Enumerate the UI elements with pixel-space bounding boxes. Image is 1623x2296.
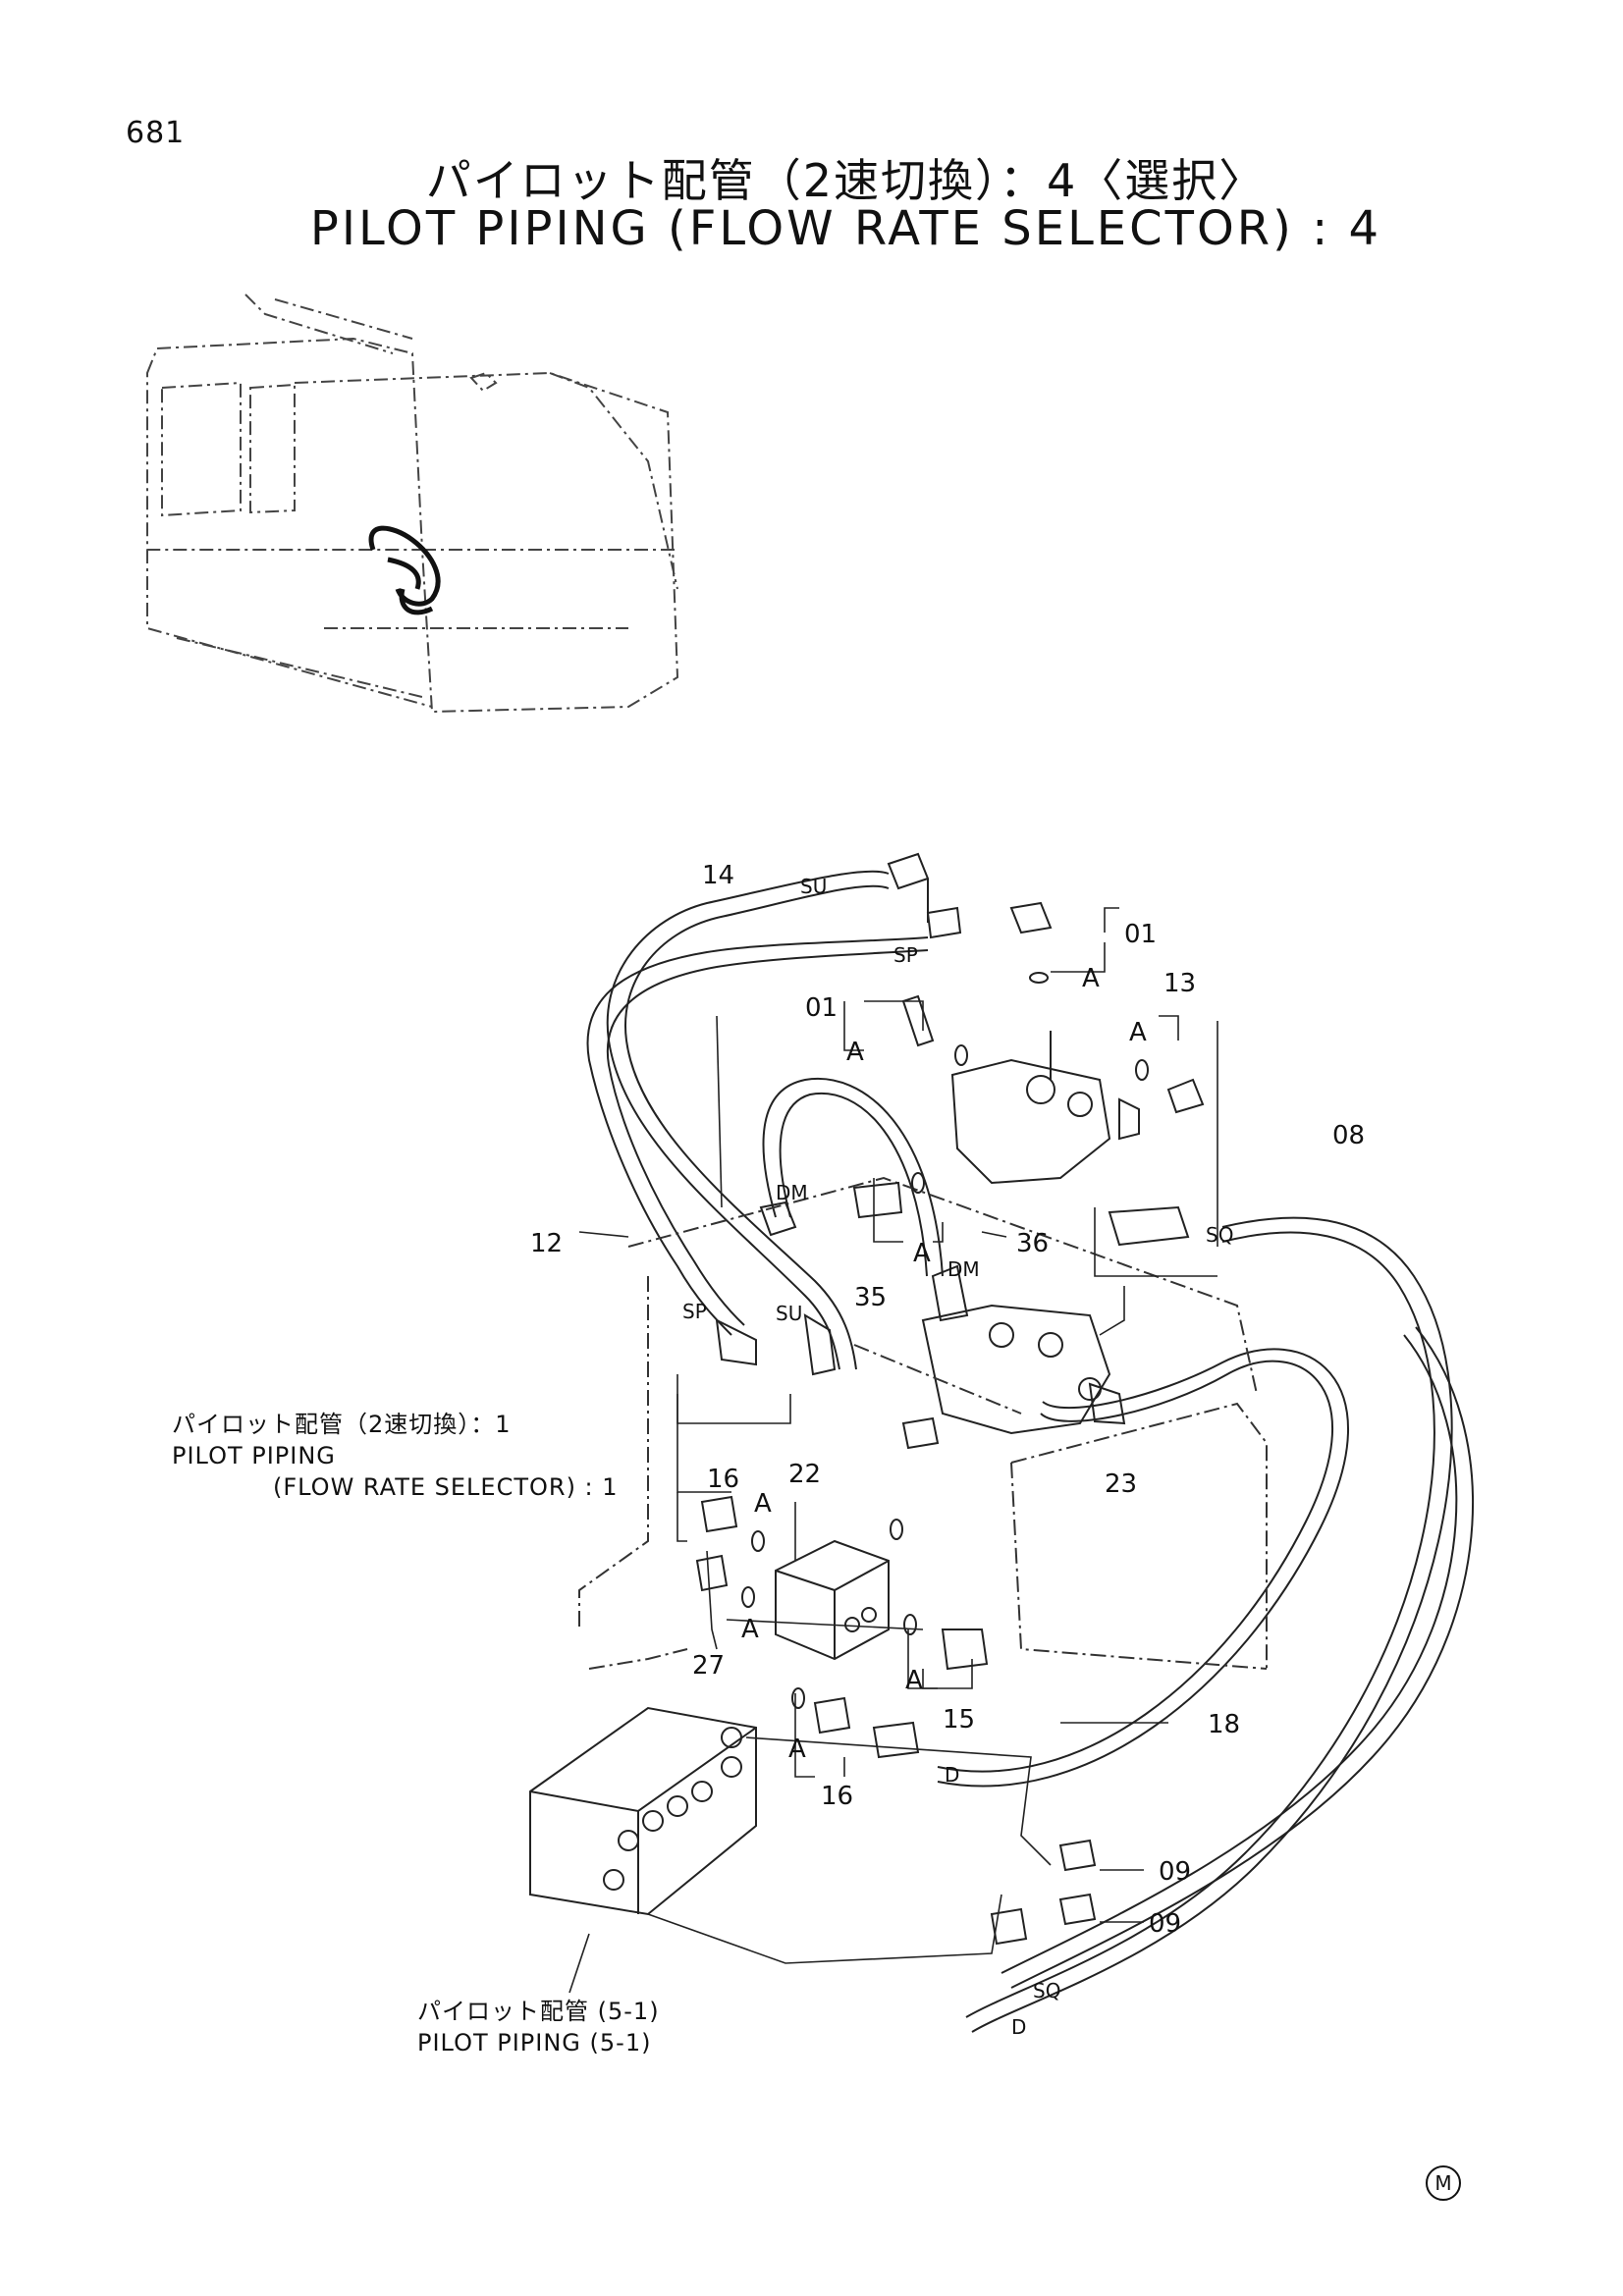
ref-flow-rate-selector-en-line2: (FLOW RATE SELECTOR) : 1 xyxy=(273,1473,619,1501)
o-rings xyxy=(741,972,1149,1709)
port-sp-upper: SP xyxy=(893,943,918,967)
page-number: 681 xyxy=(126,116,186,150)
hose-08 xyxy=(965,1216,1453,2033)
excavator-key-view xyxy=(146,294,679,714)
mark-a-8: A xyxy=(788,1735,806,1764)
title-english: PILOT PIPING (FLOW RATE SELECTOR) : 4 xyxy=(309,201,1382,256)
callout-12: 12 xyxy=(530,1229,563,1258)
mark-a-6: A xyxy=(741,1615,759,1644)
port-dm-right: DM xyxy=(947,1257,980,1281)
callout-08: 08 xyxy=(1332,1121,1365,1150)
hose-12 xyxy=(586,936,929,1336)
callout-09-upper: 09 xyxy=(1159,1857,1191,1887)
callout-13: 13 xyxy=(1163,969,1196,998)
frame-outline xyxy=(578,1176,1268,1670)
callout-35: 35 xyxy=(854,1283,887,1312)
callout-27: 27 xyxy=(692,1651,725,1681)
hose-36 xyxy=(762,1077,944,1277)
mark-a-7: A xyxy=(905,1666,923,1695)
mark-a-3: A xyxy=(1129,1018,1147,1047)
port-d-lower: D xyxy=(1011,2015,1026,2039)
port-sp-left: SP xyxy=(682,1300,707,1323)
ref-pilot-5-1-en: PILOT PIPING (5-1) xyxy=(417,2029,652,2056)
port-su-upper: SU xyxy=(800,875,827,898)
port-sq-upper: SQ xyxy=(1206,1223,1233,1247)
callout-22: 22 xyxy=(788,1460,821,1489)
mark-a-4: A xyxy=(913,1239,931,1268)
ref-flow-rate-selector-en-line1: PILOT PIPING xyxy=(172,1442,336,1469)
fittings xyxy=(695,852,1205,1946)
hose-14 xyxy=(606,870,890,1370)
callout-01-lower: 01 xyxy=(805,993,838,1023)
callout-01-upper: 01 xyxy=(1124,920,1157,949)
callout-14: 14 xyxy=(702,861,734,890)
block-22 xyxy=(775,1539,890,1661)
callout-16-lower: 16 xyxy=(821,1782,853,1811)
callout-23: 23 xyxy=(1105,1469,1137,1499)
copyright-mark: M xyxy=(1426,2165,1461,2201)
upper-valve-block xyxy=(950,1031,1140,1185)
mark-a-5: A xyxy=(754,1489,772,1519)
callout-18: 18 xyxy=(1208,1710,1240,1739)
port-d-middle: D xyxy=(945,1763,959,1787)
callout-36: 36 xyxy=(1016,1229,1049,1258)
lower-valve-block xyxy=(901,1304,1111,1450)
key-view-highlight xyxy=(368,525,441,615)
port-dm-left: DM xyxy=(776,1181,808,1204)
callout-numbers: 14 01 01 13 08 12 36 35 16 22 23 27 15 1… xyxy=(530,861,1365,1939)
ref-pilot-5-1-ja: パイロット配管 (5-1) xyxy=(417,1998,660,2025)
callout-16-upper: 16 xyxy=(707,1465,739,1494)
title-japanese: パイロット配管（2速切換）：4〈選択〉 xyxy=(425,154,1267,207)
callout-15: 15 xyxy=(943,1705,975,1735)
leader-lines xyxy=(568,907,1218,1994)
callout-09-lower: 09 xyxy=(1149,1909,1181,1939)
mark-a-2: A xyxy=(846,1038,864,1067)
mark-a-1: A xyxy=(1082,964,1100,993)
connector-marks: A A A A A A A A xyxy=(741,964,1147,1764)
port-sq-lower: SQ xyxy=(1033,1979,1060,2002)
manifold-block xyxy=(529,1706,757,1916)
hose-18 xyxy=(937,1326,1474,1989)
port-labels: SU SP DM DM SP SU SQ SQ D D xyxy=(682,875,1233,2039)
ref-flow-rate-selector-ja: パイロット配管（2速切換）：1 xyxy=(172,1411,512,1438)
port-su-left: SU xyxy=(776,1302,802,1325)
